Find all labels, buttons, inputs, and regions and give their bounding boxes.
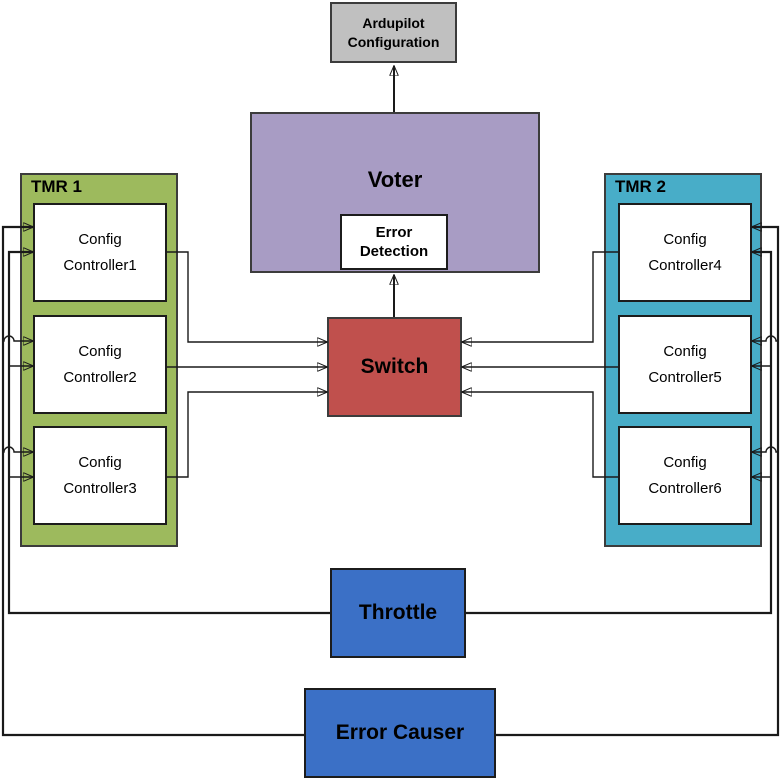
ardupilot-configuration-node: Ardupilot Configuration (330, 2, 457, 63)
tmr2-label: TMR 2 (615, 177, 666, 196)
voter-label: Voter (367, 167, 423, 192)
error-detection-node: Error Detection (340, 214, 448, 270)
throttle-node: Throttle (330, 568, 466, 658)
config-controller5-node: Config Controller5 (618, 315, 752, 414)
controller6-to-switch-arrow (462, 392, 618, 478)
tmr2-group: TMR 2 Config Controller4 Config Controll… (604, 173, 762, 547)
tmr1-group: TMR 1 Config Controller1 Config Controll… (20, 173, 178, 547)
config-controller2-node: Config Controller2 (33, 315, 167, 414)
controller3-to-switch-arrow (167, 392, 327, 478)
config-controller3-node: Config Controller3 (33, 426, 167, 525)
switch-node: Switch (327, 317, 462, 417)
config-controller1-node: Config Controller1 (33, 203, 167, 302)
config-controller4-node: Config Controller4 (618, 203, 752, 302)
tmr1-label: TMR 1 (31, 177, 82, 196)
error-causer-node: Error Causer (304, 688, 496, 778)
config-controller6-node: Config Controller6 (618, 426, 752, 525)
